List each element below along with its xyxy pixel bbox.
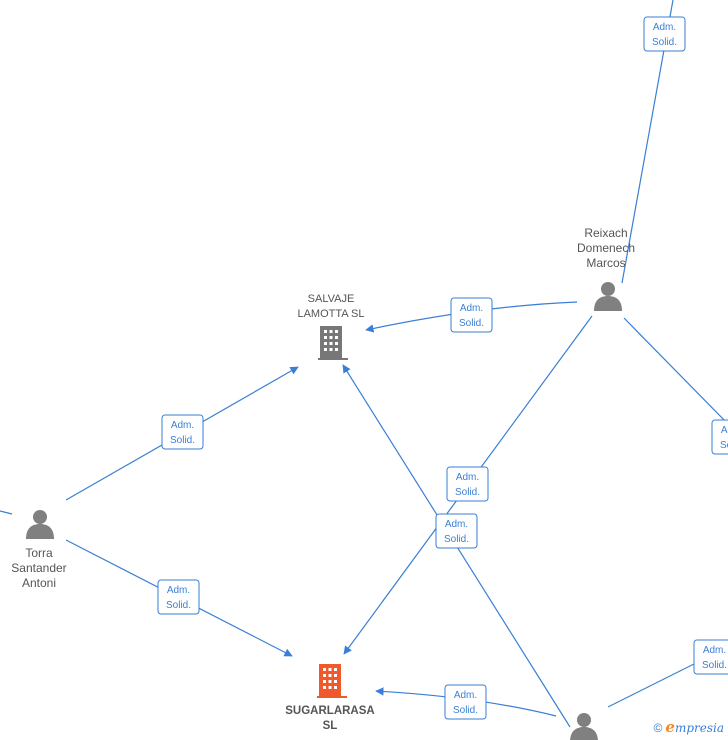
copyright-symbol: © xyxy=(653,721,663,735)
company-name-line: SL xyxy=(323,720,338,732)
person-name-line: Torra xyxy=(25,546,53,560)
company-node-salvaje-lamotta[interactable]: SALVAJE LAMOTTA SL xyxy=(297,293,365,360)
svg-text:Solid.: Solid. xyxy=(459,318,484,329)
svg-text:Solid.: Solid. xyxy=(455,487,480,498)
svg-text:Adm.: Adm. xyxy=(456,472,479,483)
person-name-line: Domenech xyxy=(577,241,635,255)
relation-badge[interactable]: Adm. Solid. xyxy=(435,513,478,549)
svg-text:Solid.: Solid. xyxy=(453,705,478,716)
company-node-sugarlarasa[interactable]: SUGARLARASA SL xyxy=(285,664,375,732)
relation-badge[interactable]: Adm. Solid. xyxy=(161,414,204,450)
person-name-line: Marcos xyxy=(586,256,625,270)
edge-reixach-right xyxy=(623,317,728,425)
person-node-torra[interactable]: Torra Santander Antoni xyxy=(11,510,67,590)
person-name-line: Santander xyxy=(11,561,66,575)
svg-text:Solid.: Solid. xyxy=(652,37,677,48)
relation-badge[interactable]: Adm. Solid. xyxy=(693,639,728,675)
svg-text:Solid.: Solid. xyxy=(720,440,728,451)
svg-text:Solid.: Solid. xyxy=(170,435,195,446)
brand-name: mpresia xyxy=(674,721,724,735)
svg-text:Adm.: Adm. xyxy=(167,585,190,596)
building-icon xyxy=(317,664,347,698)
relation-badge[interactable]: Adm. Solid. xyxy=(711,419,728,455)
svg-text:Solid.: Solid. xyxy=(444,534,469,545)
building-icon xyxy=(318,326,348,360)
svg-text:Adm.: Adm. xyxy=(460,303,483,314)
empresia-watermark: ©empresia xyxy=(654,718,724,736)
person-name-line: Reixach xyxy=(584,226,627,240)
brand-initial: e xyxy=(665,718,675,736)
relation-badge[interactable]: Adm. Solid. xyxy=(643,16,686,52)
edge-torra-left xyxy=(0,510,13,515)
person-name-line: Antoni xyxy=(22,576,56,590)
svg-text:Solid.: Solid. xyxy=(702,660,727,671)
person-icon xyxy=(594,282,622,311)
person-icon xyxy=(570,713,598,740)
relation-badge[interactable]: Adm. Solid. xyxy=(450,297,493,333)
person-icon xyxy=(26,510,54,539)
svg-text:Adm.: Adm. xyxy=(445,519,468,530)
relation-badges: Adm. Solid. Adm. Solid. Adm. Solid. Adm.… xyxy=(157,16,728,720)
company-name-line: LAMOTTA SL xyxy=(297,308,364,320)
svg-text:Adm.: Adm. xyxy=(454,690,477,701)
person-node-bottom[interactable] xyxy=(570,713,598,740)
relation-badge[interactable]: Adm. Solid. xyxy=(157,579,200,615)
svg-text:Adm.: Adm. xyxy=(721,425,728,436)
company-name-line: SUGARLARASA xyxy=(285,705,374,717)
svg-text:Adm.: Adm. xyxy=(171,420,194,431)
relation-badge[interactable]: Adm. Solid. xyxy=(446,466,489,502)
svg-text:Adm.: Adm. xyxy=(653,22,676,33)
relation-badge[interactable]: Adm. Solid. xyxy=(444,684,487,720)
person-node-reixach[interactable]: Reixach Domenech Marcos xyxy=(577,226,635,311)
svg-text:Solid.: Solid. xyxy=(166,600,191,611)
svg-text:Adm.: Adm. xyxy=(703,645,726,656)
company-name-line: SALVAJE xyxy=(308,293,355,305)
